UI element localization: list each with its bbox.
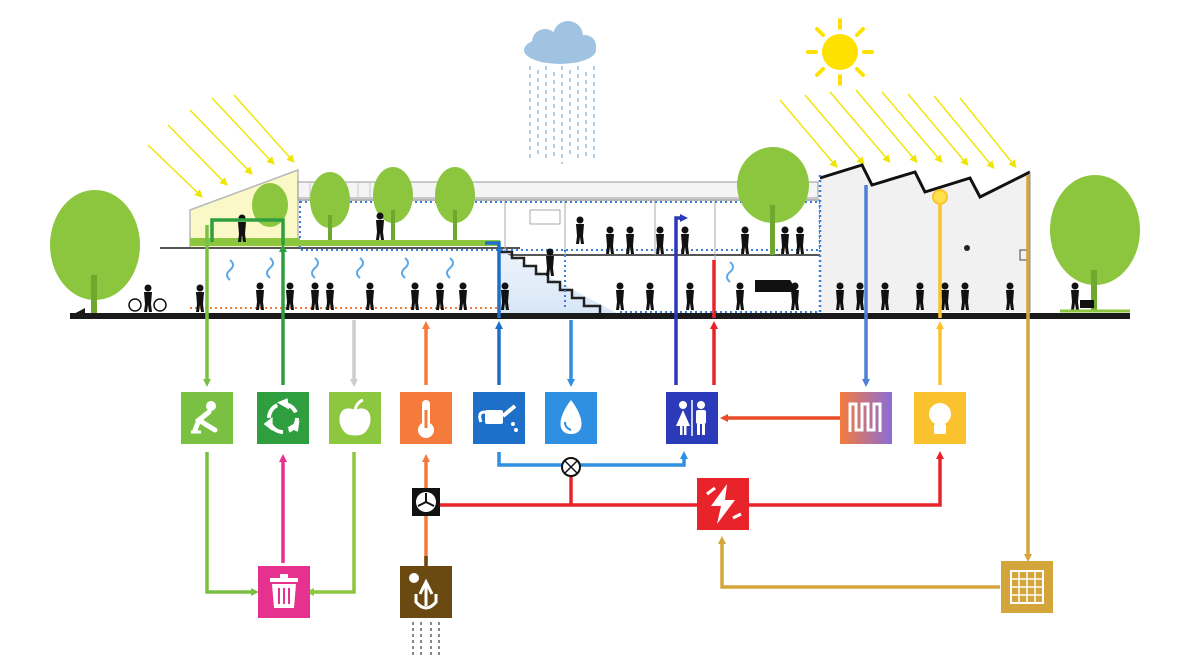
gardener-icon (181, 392, 233, 444)
heat-exchanger-fan-icon (412, 488, 440, 516)
ventilation-airflow (226, 257, 734, 283)
person-figure (501, 282, 509, 310)
person-figure (781, 226, 789, 254)
flow-lines (203, 175, 1032, 600)
radiant-tile-background (840, 392, 892, 444)
recycle-tile-background (257, 392, 309, 444)
person-figure (686, 282, 694, 310)
trash-bin-icon (258, 566, 310, 618)
tree (252, 183, 288, 227)
rain-cloud (524, 21, 596, 164)
recycle-icon (257, 392, 309, 444)
ground-line (70, 313, 1130, 319)
person-figure (459, 282, 467, 310)
geothermal-icon (400, 566, 452, 618)
lawn-mower (1080, 300, 1094, 308)
tree (310, 172, 350, 245)
person-figure (366, 282, 374, 310)
geothermal-pipes (412, 622, 440, 655)
person-figure (796, 226, 804, 254)
person-figure (646, 282, 654, 310)
person-figure (196, 284, 204, 312)
person-figure (741, 226, 749, 254)
icon-tiles (181, 392, 1053, 618)
compost-tile-background (181, 392, 233, 444)
tree (373, 167, 413, 245)
tree (50, 190, 140, 315)
water-pump-icon (561, 457, 581, 477)
gymnasium (818, 163, 1031, 312)
restroom-icon (666, 392, 718, 444)
watering-can-icon (473, 392, 525, 444)
person-figure (656, 226, 664, 254)
person-figure (144, 284, 152, 312)
person-figure (1071, 282, 1079, 310)
person-figure (286, 282, 294, 310)
light-bulb-icon (914, 392, 966, 444)
person-figure (256, 282, 264, 310)
person-figure (961, 282, 969, 310)
apple-icon (329, 392, 381, 444)
water-drop-icon (545, 392, 597, 444)
thermometer-icon (400, 392, 452, 444)
person-figure (326, 282, 334, 310)
person-figure (626, 226, 634, 254)
person-figure (1006, 282, 1014, 310)
sun-rays-left (147, 94, 295, 198)
solar-panel-icon (1001, 561, 1053, 613)
tree (737, 147, 809, 255)
person-figure (836, 282, 844, 310)
tree (1050, 175, 1140, 310)
people (128, 212, 1094, 312)
tree (435, 167, 475, 245)
person-figure (616, 282, 624, 310)
power-plant-icon (697, 478, 749, 530)
sun-rays-right (779, 89, 1017, 170)
person-figure (411, 282, 419, 310)
person-figure (576, 216, 584, 244)
person-figure (856, 282, 864, 310)
bicycle-rider (128, 298, 167, 312)
person-figure (736, 282, 744, 310)
piano (755, 280, 798, 292)
person-figure (681, 226, 689, 254)
person-figure (881, 282, 889, 310)
radiant-heater-icon (840, 392, 892, 444)
person-figure (606, 226, 614, 254)
person-figure (546, 248, 554, 276)
person-figure (436, 282, 444, 310)
sun (806, 18, 874, 86)
person-figure (311, 282, 319, 310)
person-figure (916, 282, 924, 310)
person-figure (941, 282, 949, 310)
person-figure (376, 212, 384, 240)
